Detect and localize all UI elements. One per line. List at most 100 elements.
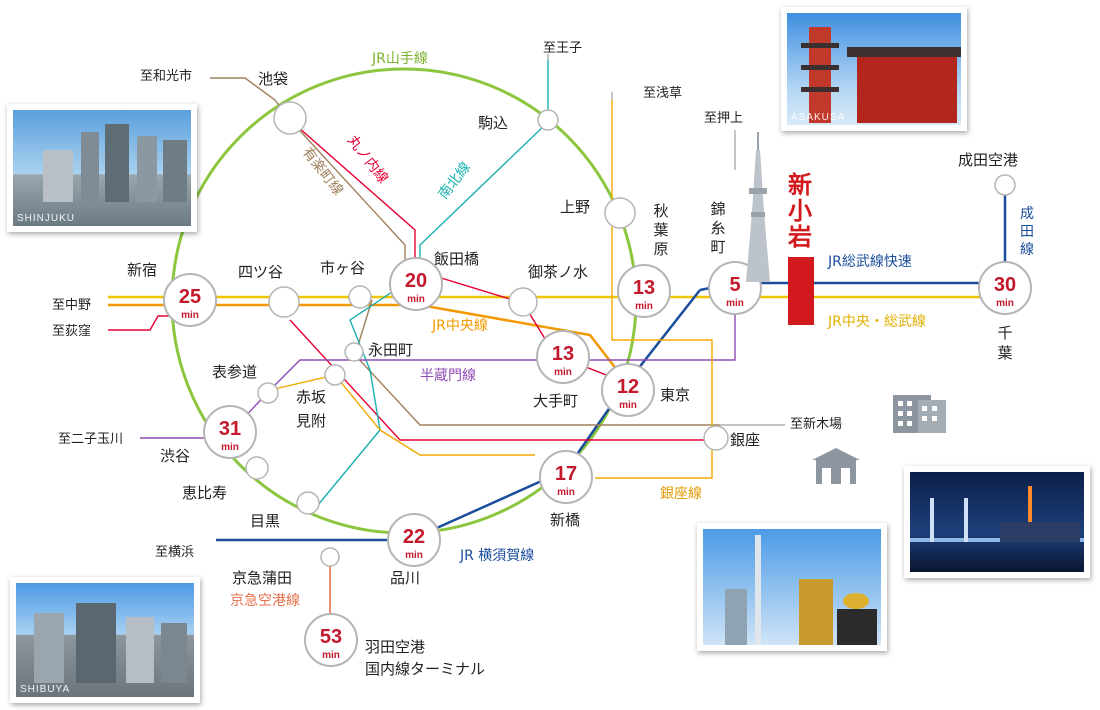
- line-keikyu: 京急空港線: [230, 593, 300, 609]
- line-narita-2: 田: [1020, 224, 1034, 240]
- dest-futako: 至二子玉川: [58, 432, 123, 447]
- shinkoiwa-char-2: 小: [788, 197, 812, 225]
- min-unit: min: [405, 550, 423, 561]
- label-chiba-2: 葉: [997, 344, 1012, 362]
- label-omotesando: 表参道: [212, 363, 257, 381]
- skytree-icon: [746, 132, 770, 282]
- label-chiba-1: 千: [997, 324, 1012, 342]
- min-unit: min: [554, 367, 572, 378]
- line-yurakucho: 有楽町線: [299, 145, 346, 199]
- label-kinshicho-1: 錦: [710, 200, 725, 218]
- min-unit: min: [619, 400, 637, 411]
- station-yotsuya[interactable]: [268, 286, 300, 318]
- station-akasaka-mitsuke[interactable]: [324, 364, 346, 386]
- label-akihabara-1: 秋: [653, 202, 668, 220]
- label-ichigaya: 市ヶ谷: [320, 259, 365, 277]
- station-ikebukuro[interactable]: [273, 101, 307, 135]
- dest-shinkiba: 至新木場: [790, 416, 842, 432]
- station-chiba[interactable]: [978, 261, 1032, 315]
- photo-rainbow-bridge: [904, 466, 1090, 578]
- station-shinbashi[interactable]: [539, 450, 593, 504]
- label-iidabashi: 飯田橋: [434, 250, 479, 268]
- station-shinagawa[interactable]: [387, 513, 441, 567]
- station-iidabashi[interactable]: [389, 257, 443, 311]
- min-unit: min: [557, 487, 575, 498]
- label-akasaka-mitsuke-1: 赤坂: [296, 388, 326, 406]
- line-narita-1: 成: [1020, 206, 1034, 222]
- station-ochanomizu[interactable]: [508, 287, 538, 317]
- time-shinagawa: 22: [403, 526, 425, 548]
- min-unit: min: [221, 442, 239, 453]
- photo-shinjuku: SHINJUKU: [7, 104, 197, 232]
- station-narita-airport[interactable]: [994, 174, 1016, 196]
- station-otemachi[interactable]: [536, 330, 590, 384]
- station-building-icon: [812, 448, 860, 484]
- shinkoiwa-char-3: 岩: [787, 223, 812, 251]
- min-unit: min: [322, 650, 340, 661]
- time-otemachi: 13: [552, 343, 574, 365]
- min-unit: min: [181, 310, 199, 321]
- station-meguro[interactable]: [296, 491, 320, 515]
- station-haneda[interactable]: [304, 613, 358, 667]
- time-akihabara: 13: [633, 277, 655, 299]
- station-keikyu-kamata[interactable]: [320, 547, 340, 567]
- photo-asakusa-tag: ASAKUSA: [791, 112, 846, 123]
- station-ebisu[interactable]: [245, 456, 269, 480]
- ginza-line: [269, 100, 713, 479]
- label-shinjuku: 新宿: [127, 261, 157, 279]
- label-ebisu: 恵比寿: [182, 484, 227, 502]
- label-ueno: 上野: [560, 198, 590, 216]
- shinkoiwa-char-1: 新: [788, 171, 812, 199]
- photo-asakusa: ASAKUSA: [781, 7, 967, 131]
- dest-asakusa: 至浅草: [643, 86, 682, 101]
- photo-shibuya-tag: SHIBUYA: [20, 684, 71, 695]
- dest-oji: 至王子: [543, 41, 582, 56]
- label-nagatacho: 永田町: [368, 341, 413, 359]
- minor-stations: [245, 101, 1016, 567]
- photo-shinjuku-tag: SHINJUKU: [17, 213, 76, 224]
- time-shibuya: 31: [219, 418, 241, 440]
- station-ginza[interactable]: [703, 425, 729, 451]
- min-unit: min: [407, 294, 425, 305]
- photo-skytree: [697, 523, 887, 651]
- dest-nakano: 至中野: [52, 298, 91, 313]
- station-shinjuku[interactable]: [163, 273, 217, 327]
- shinkoiwa-label: 新 小 岩: [787, 171, 812, 251]
- station-ichigaya[interactable]: [348, 285, 372, 309]
- label-ginza: 銀座: [730, 431, 760, 449]
- line-chuo-sobu: JR中央・総武線: [827, 314, 926, 330]
- label-kinshicho-2: 糸: [710, 219, 725, 237]
- leader-lines: [547, 54, 785, 426]
- label-shinagawa: 品川: [390, 569, 420, 587]
- label-ochanomizu: 御茶ノ水: [528, 263, 588, 281]
- min-unit: min: [726, 298, 744, 309]
- station-ueno[interactable]: [604, 197, 636, 229]
- time-chiba: 30: [994, 274, 1016, 296]
- station-komagome[interactable]: [537, 109, 559, 131]
- dest-wakoshi: 至和光市: [140, 68, 192, 84]
- line-namboku: 南北線: [436, 160, 474, 203]
- min-unit: min: [996, 298, 1014, 309]
- label-akihabara-3: 原: [653, 240, 668, 258]
- label-akihabara-2: 葉: [653, 221, 668, 239]
- label-kinshicho-3: 町: [710, 238, 725, 256]
- time-haneda: 53: [320, 626, 342, 648]
- label-keikyu-kamata: 京急蒲田: [232, 569, 292, 587]
- line-marunouchi: 丸ノ内線: [344, 133, 391, 187]
- station-shibuya[interactable]: [203, 405, 257, 459]
- min-unit: min: [635, 301, 653, 312]
- label-ikebukuro: 池袋: [258, 70, 288, 88]
- line-chuo: JR中央線: [431, 318, 488, 334]
- station-akihabara[interactable]: [617, 264, 671, 318]
- label-haneda: 羽田空港: [365, 638, 425, 656]
- line-yokosuka: JR 横須賀線: [459, 548, 534, 564]
- station-omotesando[interactable]: [257, 382, 279, 404]
- dest-oshiage: 至押上: [704, 111, 743, 126]
- station-tokyo[interactable]: [601, 363, 655, 417]
- line-ginza: 銀座線: [660, 486, 702, 502]
- time-shinbashi: 17: [555, 463, 577, 485]
- shinkoiwa-marker: [788, 257, 814, 325]
- label-haneda-terminal: 国内線ターミナル: [365, 660, 485, 678]
- office-building-icon: [893, 395, 946, 433]
- station-nagatacho[interactable]: [344, 342, 364, 362]
